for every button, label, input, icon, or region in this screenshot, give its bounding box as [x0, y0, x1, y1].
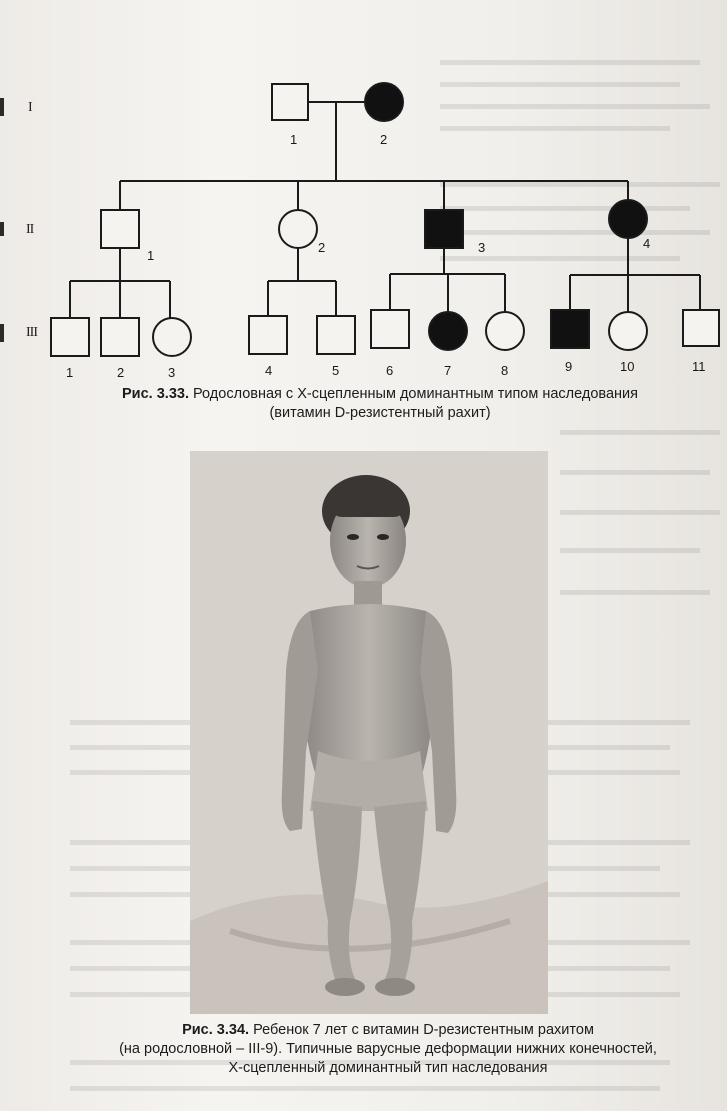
pedigree-number: 11: [692, 359, 706, 374]
pedigree-III-9-male-affected: [551, 310, 589, 348]
pedigree-II-2-female: [279, 210, 317, 248]
pedigree-number: 1: [290, 132, 297, 147]
caption-label: Рис. 3.33.: [122, 386, 189, 402]
pedigree-III-5-male: [317, 316, 355, 354]
caption-line: Рис. 3.34. Ребенок 7 лет с витамин D-рез…: [78, 1021, 698, 1040]
pedigree-number: 10: [620, 359, 634, 374]
figure-caption-3-34: Рис. 3.34. Ребенок 7 лет с витамин D-рез…: [78, 1021, 698, 1078]
pedigree-III-4-male: [249, 316, 287, 354]
pedigree-chart: 1 2 1 2 3 4 1 2 3 4 5 6 7 8 9 10 11: [0, 0, 727, 400]
pedigree-III-7-female-affected: [429, 312, 467, 350]
pedigree-II-4-female-affected: [609, 200, 647, 238]
pedigree-III-6-male: [371, 310, 409, 348]
pedigree-number: 3: [478, 240, 485, 255]
pedigree-number: 6: [386, 363, 393, 378]
pedigree-II-1-male: [101, 210, 139, 248]
pedigree-III-1-male: [51, 318, 89, 356]
caption-line: (витамин D-резистентный рахит): [80, 404, 680, 423]
pedigree-number: 1: [147, 248, 154, 263]
figure-caption-3-33: Рис. 3.33. Родословная с X-сцепленным до…: [80, 385, 680, 423]
pedigree-number: 4: [265, 363, 272, 378]
caption-line: X-сцепленный доминантный тип наследовани…: [78, 1059, 698, 1078]
pedigree-number: 5: [332, 363, 339, 378]
pedigree-I-2-female-affected: [365, 83, 403, 121]
pedigree-number: 2: [318, 240, 325, 255]
caption-label: Рис. 3.34.: [182, 1022, 249, 1038]
pedigree-III-8-female: [486, 312, 524, 350]
pedigree-III-3-female: [153, 318, 191, 356]
patient-photo: [190, 451, 548, 1014]
patient-figure: [190, 451, 548, 1014]
pedigree-number: 9: [565, 359, 572, 374]
pedigree-I-1-male: [272, 84, 308, 120]
pedigree-number: 1: [66, 365, 73, 380]
pedigree-number: 3: [168, 365, 175, 380]
pedigree-number: 8: [501, 363, 508, 378]
pedigree-III-10-female: [609, 312, 647, 350]
caption-text: Ребенок 7 лет с витамин D-резистентным р…: [249, 1022, 594, 1038]
pedigree-number: 2: [380, 132, 387, 147]
pedigree-III-2-male: [101, 318, 139, 356]
pedigree-number: 2: [117, 365, 124, 380]
pedigree-II-3-male-affected: [425, 210, 463, 248]
pedigree-number: 4: [643, 236, 650, 251]
pedigree-III-11-male: [683, 310, 719, 346]
pedigree-number: 7: [444, 363, 451, 378]
caption-text: Родословная с X-сцепленным доминантным т…: [189, 386, 638, 402]
caption-line: Рис. 3.33. Родословная с X-сцепленным до…: [80, 385, 680, 404]
caption-line: (на родословной – III-9). Типичные варус…: [78, 1040, 698, 1059]
